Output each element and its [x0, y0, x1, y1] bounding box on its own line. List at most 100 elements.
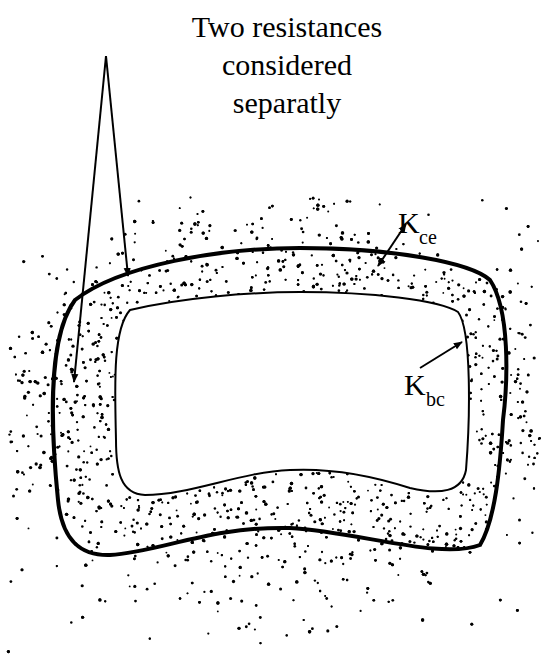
particle-dot [451, 300, 454, 303]
particle-dot [303, 619, 305, 621]
particle-dot [394, 527, 396, 529]
particle-dot [333, 203, 335, 205]
particle-dot [339, 520, 341, 522]
particle-dot [448, 281, 450, 283]
particle-dot [107, 500, 110, 503]
particle-dot [67, 358, 70, 361]
particle-dot [100, 303, 102, 305]
particle-dot [100, 317, 102, 319]
particle-dot [485, 496, 488, 499]
particle-dot [512, 497, 514, 499]
particle-dot [465, 494, 467, 496]
particle-dot [510, 413, 513, 416]
particle-dot [82, 397, 85, 400]
particle-dot [419, 253, 421, 255]
particle-dot [82, 492, 85, 495]
particle-dot [60, 380, 62, 382]
particle-dot [486, 504, 488, 506]
particle-dot [98, 436, 100, 438]
particle-dot [106, 404, 109, 407]
particle-dot [479, 491, 481, 493]
particle-dot [525, 302, 528, 305]
particle-dot [253, 519, 256, 522]
particle-dot [229, 489, 232, 492]
particle-dot [354, 234, 356, 236]
particle-dot [391, 563, 394, 566]
particle-dot [316, 207, 319, 210]
particle-dot [524, 410, 527, 413]
particle-dot [381, 484, 383, 486]
particle-dot [413, 541, 415, 543]
particle-dot [21, 374, 24, 377]
particle-dot [471, 509, 473, 511]
particle-dot [94, 280, 97, 283]
particle-dot [227, 516, 230, 519]
particle-dot [103, 436, 105, 438]
particle-dot [27, 445, 29, 447]
particle-dot [312, 197, 315, 200]
particle-dot [498, 433, 500, 435]
particle-dot [501, 295, 504, 298]
particle-dot [264, 503, 267, 506]
particle-dot [383, 527, 385, 529]
particle-dot [358, 268, 361, 271]
particle-dot [421, 618, 424, 621]
particle-dot [245, 484, 247, 486]
particle-dot [295, 580, 298, 583]
particle-dot [480, 400, 482, 402]
particle-dot [505, 441, 507, 443]
bubble-boundary [115, 292, 469, 495]
particle-dot [210, 560, 212, 562]
particle-dot [245, 542, 248, 545]
particle-dot [180, 222, 183, 225]
particle-dot [197, 517, 200, 520]
particle-dot [332, 528, 334, 530]
particle-dot [96, 375, 98, 377]
particle-dot [401, 500, 403, 502]
particle-dot [333, 203, 335, 205]
particle-dot [538, 437, 541, 440]
particle-dot [267, 583, 270, 586]
particle-dot [94, 280, 97, 283]
particle-dot [246, 480, 249, 483]
particle-dot [342, 282, 345, 285]
particle-dot [65, 513, 68, 516]
particle-dot [184, 283, 187, 286]
particle-dot [190, 231, 193, 234]
particle-dot [488, 383, 490, 385]
particle-dot [100, 526, 102, 528]
particle-dot [190, 503, 192, 505]
particle-dot [237, 507, 240, 510]
particle-dot [171, 255, 174, 258]
particle-dot [103, 323, 105, 325]
particle-dot [403, 500, 405, 502]
particle-dot [422, 294, 425, 297]
particle-dot [487, 325, 489, 327]
particle-dot [201, 271, 203, 273]
particle-dot [397, 574, 399, 576]
particle-dot [161, 501, 163, 503]
particle-dot [498, 338, 501, 341]
particle-dot [335, 260, 338, 263]
particle-dot [110, 238, 113, 241]
particle-dot [169, 523, 172, 526]
particle-dot [335, 224, 338, 227]
resistance-arrow [420, 342, 462, 368]
particle-dot [75, 468, 78, 471]
particle-dot [134, 233, 136, 235]
particle-dot [106, 324, 109, 327]
particle-dot [87, 330, 90, 333]
particle-dot [216, 601, 219, 604]
particle-dot [495, 350, 497, 352]
particle-dot [411, 282, 413, 284]
particle-dot [527, 374, 530, 377]
particle-dot [100, 416, 103, 419]
particle-dot [514, 348, 516, 350]
particle-dot [40, 434, 43, 437]
particle-dot [356, 252, 359, 255]
particle-dot [297, 264, 300, 267]
particle-dot [481, 437, 484, 440]
particle-dot [483, 290, 486, 293]
particle-dot [63, 303, 66, 306]
particle-dot [481, 199, 484, 202]
